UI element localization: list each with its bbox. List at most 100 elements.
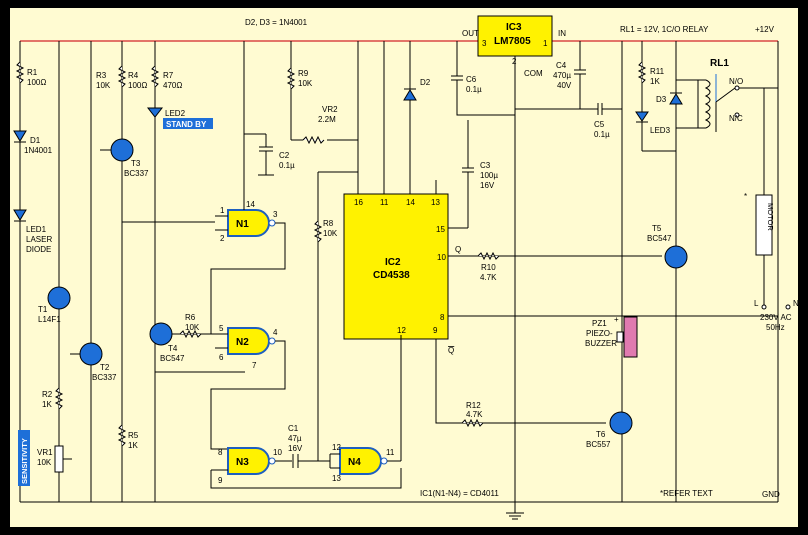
ic2-pin16: 16 — [354, 198, 363, 207]
n2-pin4: 4 — [273, 328, 278, 337]
r11-value: 1K — [650, 77, 660, 86]
r1-branch — [13, 41, 27, 502]
r10-value: 4.7K — [480, 273, 497, 282]
n1-pin1: 1 — [220, 206, 225, 215]
d3-name: D3 — [656, 95, 667, 104]
led1-line3: DIODE — [26, 245, 51, 254]
resistor-r4 — [150, 65, 160, 88]
r2-vr1-branch — [54, 387, 72, 473]
led1-symbol — [13, 209, 27, 221]
led3-symbol — [635, 111, 649, 122]
r2-name: R2 — [42, 390, 53, 399]
refer-text: *REFER TEXT — [660, 489, 713, 498]
motor-star: * — [744, 192, 747, 201]
gnd-label: GND — [762, 490, 780, 499]
t5-transistor — [664, 151, 688, 502]
t2-name: T2 — [100, 363, 110, 372]
n1-label: N1 — [236, 219, 249, 230]
n3-label: N3 — [236, 457, 249, 468]
led3-name: LED3 — [650, 126, 671, 135]
resistor-r2 — [54, 387, 64, 410]
r1-name: R1 — [27, 68, 38, 77]
led2-symbol — [146, 107, 164, 118]
vr1-value: 10K — [37, 458, 52, 467]
ic3-com-label: COM — [524, 69, 543, 78]
r5-value: 1K — [128, 441, 138, 450]
t6-name: T6 — [596, 430, 606, 439]
resistor-r10 — [477, 251, 500, 261]
t4-name: T4 — [168, 344, 178, 353]
ic2-pin8: 8 — [440, 313, 445, 322]
t6-transistor — [609, 411, 633, 435]
t1-part: L14F1 — [38, 315, 61, 324]
t6-part: BC557 — [586, 440, 611, 449]
ground-symbol — [506, 502, 524, 520]
pot-vr1 — [54, 445, 64, 473]
standby-tag — [163, 118, 213, 129]
schematic-canvas: D2, D3 = 1N4001 RL1 = 12V, 1C/O RELAY +1… — [10, 8, 798, 527]
ic3-out-label: OUT — [462, 29, 479, 38]
n4-pin11: 11 — [386, 448, 395, 457]
led2-name: LED2 — [165, 109, 186, 118]
d1-value: 1N4001 — [24, 146, 53, 155]
t2-part: BC337 — [92, 373, 117, 382]
r8-value: 10K — [323, 229, 338, 238]
t1-name: T1 — [38, 305, 48, 314]
resistor-r5 — [117, 424, 127, 447]
n2-pin7: 7 — [252, 361, 257, 370]
t3-part: BC337 — [124, 169, 149, 178]
motor-label: MOTOR — [766, 203, 775, 231]
r5-name: R5 — [128, 431, 139, 440]
r11-led3-branch — [635, 41, 676, 152]
r12-value: 4.7K — [466, 410, 483, 419]
resistor-r1 — [15, 61, 25, 84]
pz1-buzzer — [616, 316, 638, 358]
c2-value: 0.1µ — [279, 161, 295, 170]
pz1-line3: BUZZER — [585, 339, 617, 348]
c5-capacitor — [597, 103, 622, 115]
r2-value: 1K — [42, 400, 52, 409]
n3-pin10: 10 — [273, 448, 282, 457]
ic3-pin2: 2 — [512, 57, 517, 66]
vr1-name: VR1 — [37, 448, 53, 457]
r7-led2-branch — [146, 107, 164, 118]
pz1-name: PZ1 — [592, 319, 607, 328]
c3-name: C3 — [480, 161, 491, 170]
t1-phototransistor — [47, 41, 71, 502]
d3-diode — [669, 41, 683, 151]
d1-name: D1 — [30, 136, 41, 145]
c6-capacitor — [451, 41, 515, 116]
ic2-pin12: 12 — [397, 326, 406, 335]
c1-capacitor — [275, 171, 358, 468]
n3-pin9: 9 — [218, 476, 223, 485]
d2-name: D2 — [420, 78, 431, 87]
c2-name: C2 — [279, 151, 290, 160]
r1-value: 100Ω — [27, 78, 46, 87]
mains-frequency: 50Hz — [766, 323, 785, 332]
sensitivity-tag — [18, 430, 30, 486]
resistor-r6 — [179, 329, 202, 339]
c3-value: 100µ — [480, 171, 498, 180]
n4-label: N4 — [348, 457, 361, 468]
n1-pin3: 3 — [273, 210, 278, 219]
ic2-pin9: 9 — [433, 326, 438, 335]
sensitivity-label: SENSITIVITY — [20, 438, 29, 484]
resistor-r9 — [286, 67, 296, 90]
resistor-r8 — [313, 220, 323, 243]
diode-note: D2, D3 = 1N4001 — [245, 18, 308, 27]
r3-value: 10K — [96, 81, 111, 90]
r9-name: R9 — [298, 69, 309, 78]
r11-name: R11 — [650, 67, 665, 76]
ic2-qbar-label: Q — [448, 346, 454, 355]
pz1-line2: PIEZO- — [586, 329, 613, 338]
c1-volt: 16V — [288, 444, 303, 453]
led1-name: LED1 — [26, 225, 47, 234]
n2-label: N2 — [236, 337, 249, 348]
r7-value: 470Ω — [163, 81, 182, 90]
c4-value: 470µ — [553, 71, 571, 80]
ic2-part: CD4538 — [373, 270, 410, 281]
r9-value: 10K — [298, 79, 313, 88]
mains-l: L — [754, 299, 759, 308]
c3-capacitor — [462, 120, 474, 173]
